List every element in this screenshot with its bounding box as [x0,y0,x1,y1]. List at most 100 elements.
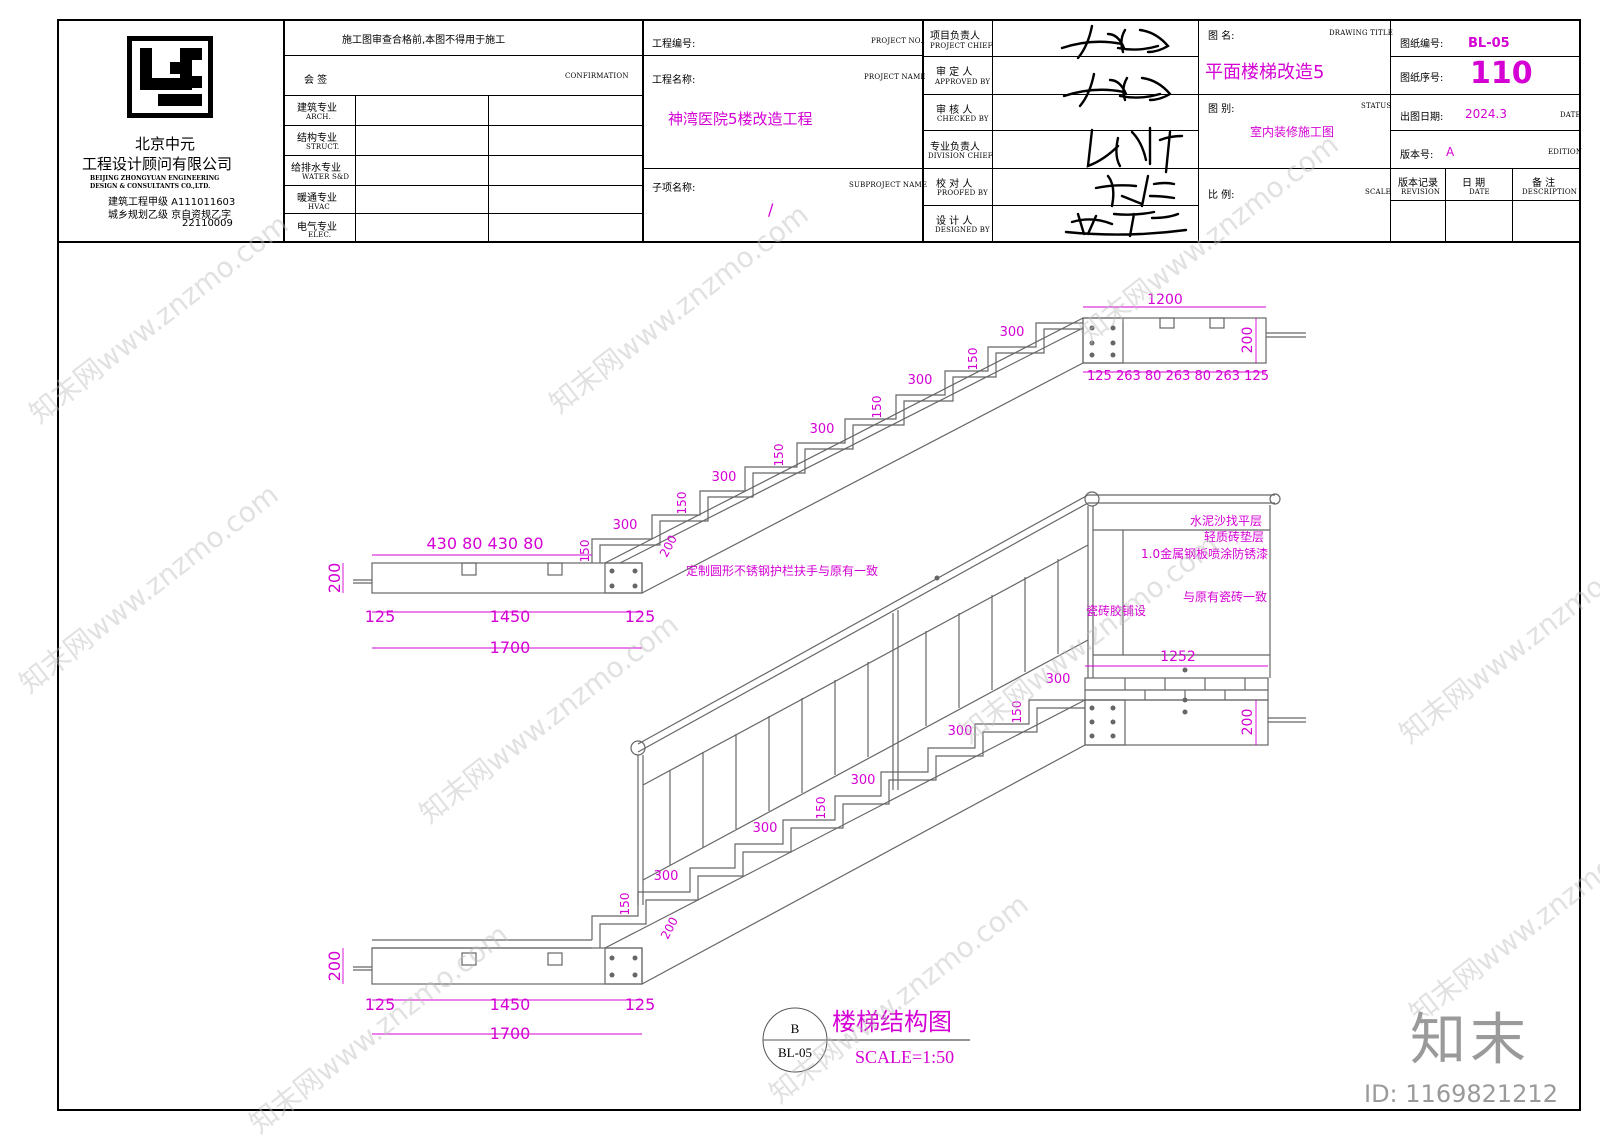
confirm-row-label: 建筑专业 [297,103,337,114]
dim-upper-left-segments: 430 80 430 80 [426,534,543,553]
dim-upper-riser: 150 [966,348,980,371]
company-license-3: 22110009 [182,218,233,229]
drawing-status-label: 图 别: [1208,104,1235,115]
dim-lower-tread: 300 [851,773,876,788]
lower-stair-structure [353,491,1306,985]
grid-line [283,155,642,156]
watermark-brand: 知末 [1410,1008,1530,1073]
grid-line [355,95,356,241]
role-label-en: DIVISION CHIEF [928,152,993,160]
dim-upper-riser: 150 [870,396,884,419]
grid-line [642,55,922,56]
note-layer2: 轻质砖垫层 [1204,529,1264,544]
grid-line [1390,168,1581,169]
dim-lower-tread: 300 [753,821,778,836]
dim-upper-riser: 150 [675,492,689,515]
dim-lower-riser: 150 [814,797,828,820]
role-label: 项目负责人 [930,31,980,42]
remarks-label: 备 注 [1532,178,1556,189]
title-block-divider [283,19,285,241]
grid-line [1198,168,1390,169]
grid-line [1198,94,1390,95]
issue-date-label-en: DATE [1560,111,1581,119]
project-no-label: 工程编号: [652,39,696,50]
watermark-id: ID: 1169821212 [1364,1080,1558,1108]
dim-lower-bottom-right: 125 [625,995,656,1014]
subproject-label-en: SUBPROJECT NAME [849,181,928,189]
role-label-en: CHECKED BY [937,115,989,123]
confirm-row-label: 电气专业 [297,222,337,233]
role-label-en: PROOFED BY [937,189,988,197]
note-tile-glue: 瓷砖胶铺设 [1086,603,1146,618]
dim-upper-bottom-total: 1700 [490,638,531,657]
dim-upper-bottom-right: 125 [625,607,656,626]
company-name-line2: 工程设计顾问有限公司 [82,155,233,173]
grid-line [283,125,642,126]
grid-line [922,130,1198,131]
drawing-status-label-en: STATUS [1361,102,1392,110]
grid-line [1390,200,1581,201]
drawing-title-value: 平面楼梯改造5 [1205,62,1325,83]
role-label-en: APPROVED BY [935,78,991,86]
caption-letter: B [791,1021,800,1036]
company-license-1: 建筑工程甲级 A111011603 [108,197,236,208]
subproject-value: / [768,200,774,219]
note-layer3: 1.0金属钢板喷涂防锈漆 [1141,546,1268,561]
revision-date-label: 日 期 [1462,178,1486,189]
dim-top-width: 1200 [1147,292,1183,308]
issue-date-value: 2024.3 [1465,107,1507,121]
dim-lower-riser: 150 [1010,701,1024,724]
dim-lower-tread: 300 [948,724,973,739]
upper-stair-structure [353,317,1306,594]
confirm-row-label: 暖通专业 [297,193,337,204]
project-name-label-en: PROJECT NAME [864,73,926,81]
note-handrail: 定制圆形不锈钢护栏扶手与原有一致 [686,563,878,578]
company-name-en1: BEIJING ZHONGYUAN ENGINEERING [90,175,220,182]
drawing-scale-label-en: SCALE [1365,188,1391,196]
dim-upper-tread: 300 [810,422,835,437]
dim-upper-tread: 300 [1000,325,1025,340]
dim-lower-bottom-left: 125 [365,995,396,1014]
dim-lower-tread: 300 [654,869,679,884]
dim-top-split: 125 263 80 263 80 263 125 [1087,369,1269,384]
grid-line [1512,168,1513,241]
grid-line [283,95,642,96]
dim-upper-bottom-left: 125 [365,607,396,626]
dim-upper-riser: 150 [772,444,786,467]
confirmation-label: 会 签 [304,75,328,86]
confirmation-label-en: CONFIRMATION [565,72,629,80]
company-license-2: 城乡规划乙级 京自资规乙字 [108,210,232,221]
dim-lower-riser: 150 [618,893,632,916]
confirm-row-label-en: ARCH. [306,113,332,121]
dim-top-height: 200 [1240,327,1256,354]
version-label: 版本号: [1400,150,1434,161]
subproject-label: 子项名称: [652,183,696,194]
dim-upper-tread: 300 [712,470,737,485]
project-name-value: 神湾医院5楼改造工程 [668,110,813,128]
confirm-row-label-en: ELEC. [308,231,332,239]
project-name-label: 工程名称: [652,75,696,86]
drawing-title-label: 图 名: [1208,31,1235,42]
drawing-title-label-en: DRAWING TITLE [1329,29,1394,37]
title-block-divider [642,19,644,241]
caption-title: 楼梯结构图 [832,1008,952,1036]
grid-line [488,95,489,241]
construction-notice: 施工图审查合格前,本图不得用于施工 [342,35,506,46]
grid-line [283,55,642,56]
company-name-en2: DESIGN & CONSULTANTS CO.,LTD. [90,183,211,190]
revision-label: 版本记录 [1398,178,1438,189]
grid-line [642,168,922,169]
version-label-en: EDITION [1548,148,1583,156]
confirm-row-label-en: WATER S&D [302,173,350,181]
role-label: 审 定 人 [936,67,973,78]
confirm-row-label: 给排水专业 [291,163,341,174]
title-block-bottom [57,241,1581,243]
drawing-seq-value: 110 [1470,56,1533,91]
dim-upper-tread: 300 [613,518,638,533]
grid-line [283,213,642,214]
dim-landing-width: 1252 [1160,649,1196,665]
grid-line [922,94,1198,95]
drawing-caption: B BL-05 楼梯结构图 SCALE=1:50 [762,1007,970,1073]
revision-date-label-en: DATE [1469,188,1490,196]
